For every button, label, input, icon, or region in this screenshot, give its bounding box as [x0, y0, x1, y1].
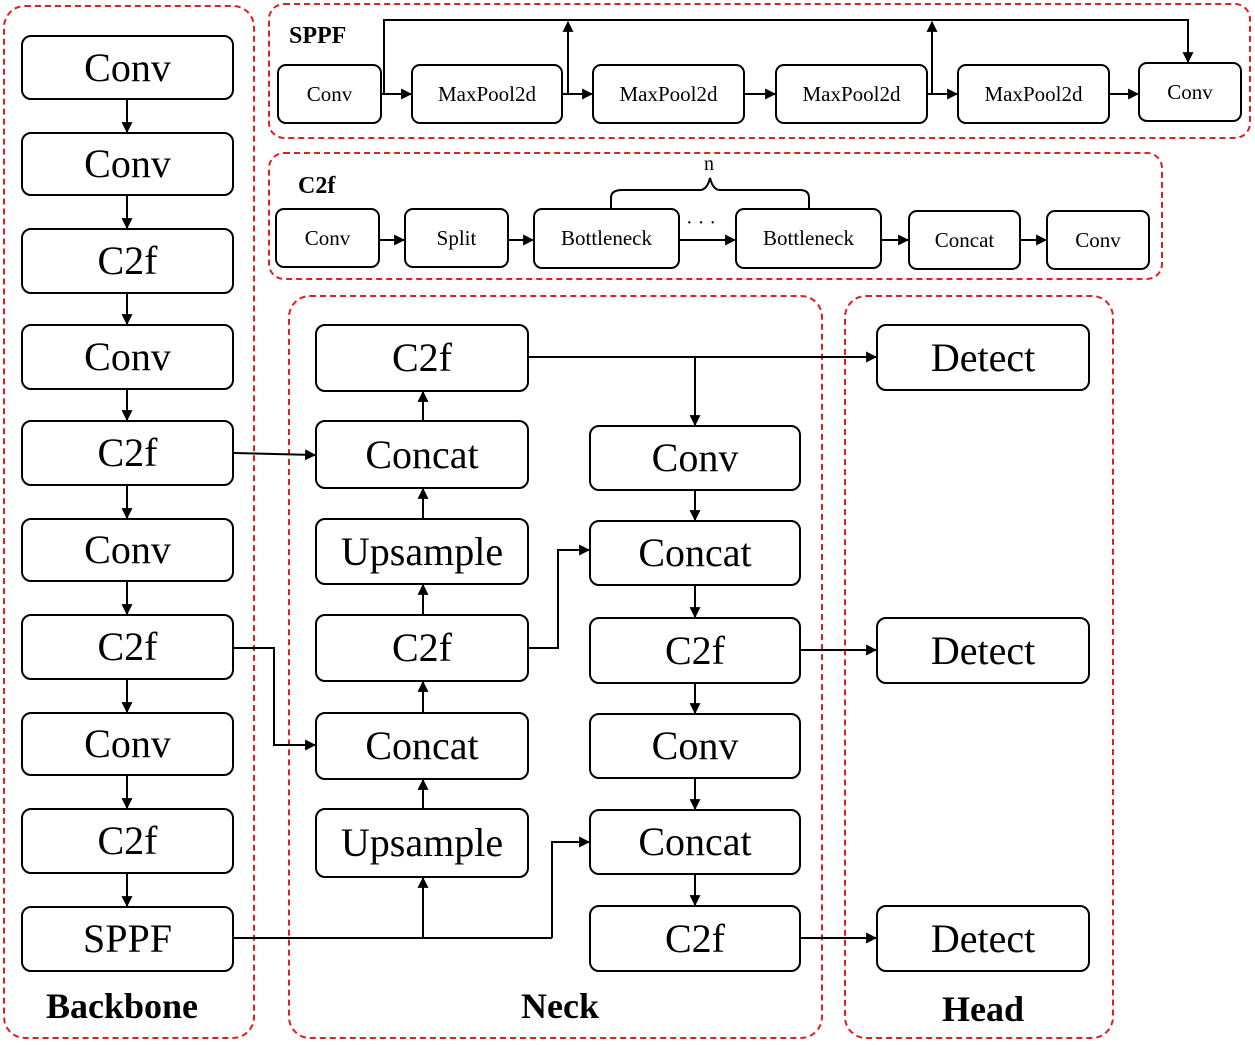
- c2f-bottleneck-2: Bottleneck: [735, 208, 882, 269]
- backbone-conv-2: Conv: [21, 132, 234, 196]
- head-group: [844, 295, 1114, 1039]
- backbone-conv-3: Conv: [21, 324, 234, 390]
- neck-conv-2: Conv: [589, 713, 801, 779]
- backbone-conv-4: Conv: [21, 518, 234, 582]
- sppf-conv-out: Conv: [1138, 62, 1242, 122]
- sppf-maxpool-1: MaxPool2d: [411, 64, 563, 124]
- c2f-repeat-brace: [610, 177, 810, 208]
- backbone-c2f-1: C2f: [21, 228, 234, 294]
- backbone-c2f-3: C2f: [21, 614, 234, 680]
- backbone-to-neck-arrow: [234, 647, 317, 751]
- neck-concat-2: Concat: [315, 712, 529, 780]
- c2f-conv-in: Conv: [275, 208, 380, 268]
- sppf-maxpool-4: MaxPool2d: [957, 64, 1110, 124]
- backbone-c2f-4: C2f: [21, 808, 234, 874]
- sppf-detail-group: [268, 3, 1251, 139]
- c2f-detail-title: C2f: [298, 173, 336, 199]
- sppf-maxpool-3: MaxPool2d: [775, 64, 928, 124]
- neck-upsample-2: Upsample: [315, 808, 529, 878]
- neck-label: Neck: [521, 986, 599, 1026]
- neck-c2f-3: C2f: [589, 905, 801, 972]
- head-detect-2: Detect: [876, 617, 1090, 684]
- neck-concat-4: Concat: [589, 809, 801, 875]
- c2f-ellipsis: · · ·: [686, 212, 716, 234]
- neck-c2f-top: C2f: [315, 324, 529, 392]
- c2f-conv-out: Conv: [1046, 210, 1150, 270]
- c2f-split: Split: [404, 208, 509, 268]
- neck-conv-1: Conv: [589, 425, 801, 491]
- neck-c2f-to-concat-arrow: [529, 544, 591, 649]
- sppf-maxpool-2: MaxPool2d: [592, 64, 745, 124]
- backbone-sppf: SPPF: [21, 906, 234, 972]
- sppf-detail-title: SPPF: [289, 23, 347, 49]
- backbone-c2f-2: C2f: [21, 420, 234, 486]
- neck-upsample-1: Upsample: [315, 518, 529, 585]
- sppf-to-concat-arrow: [551, 836, 591, 938]
- backbone-to-neck-arrow: [233, 449, 317, 461]
- backbone-conv-5: Conv: [21, 712, 234, 776]
- neck-group: [288, 295, 823, 1039]
- sppf-conv-in: Conv: [277, 64, 382, 124]
- neck-concat-3: Concat: [589, 520, 801, 586]
- neck-c2f-mid: C2f: [315, 614, 529, 682]
- head-detect-1: Detect: [876, 324, 1090, 391]
- c2f-bottleneck-1: Bottleneck: [533, 208, 680, 269]
- c2f-repeat-label: n: [704, 153, 714, 175]
- neck-concat-1: Concat: [315, 420, 529, 489]
- c2f-detail-group: [268, 152, 1163, 280]
- head-detect-3: Detect: [876, 905, 1090, 972]
- neck-c2f-2: C2f: [589, 617, 801, 684]
- backbone-conv-1: Conv: [21, 35, 234, 100]
- c2f-concat: Concat: [908, 210, 1021, 270]
- backbone-label: Backbone: [46, 986, 199, 1026]
- backbone-group: [3, 5, 255, 1039]
- head-label: Head: [942, 989, 1025, 1029]
- sppf-skip-line: [383, 19, 1194, 94]
